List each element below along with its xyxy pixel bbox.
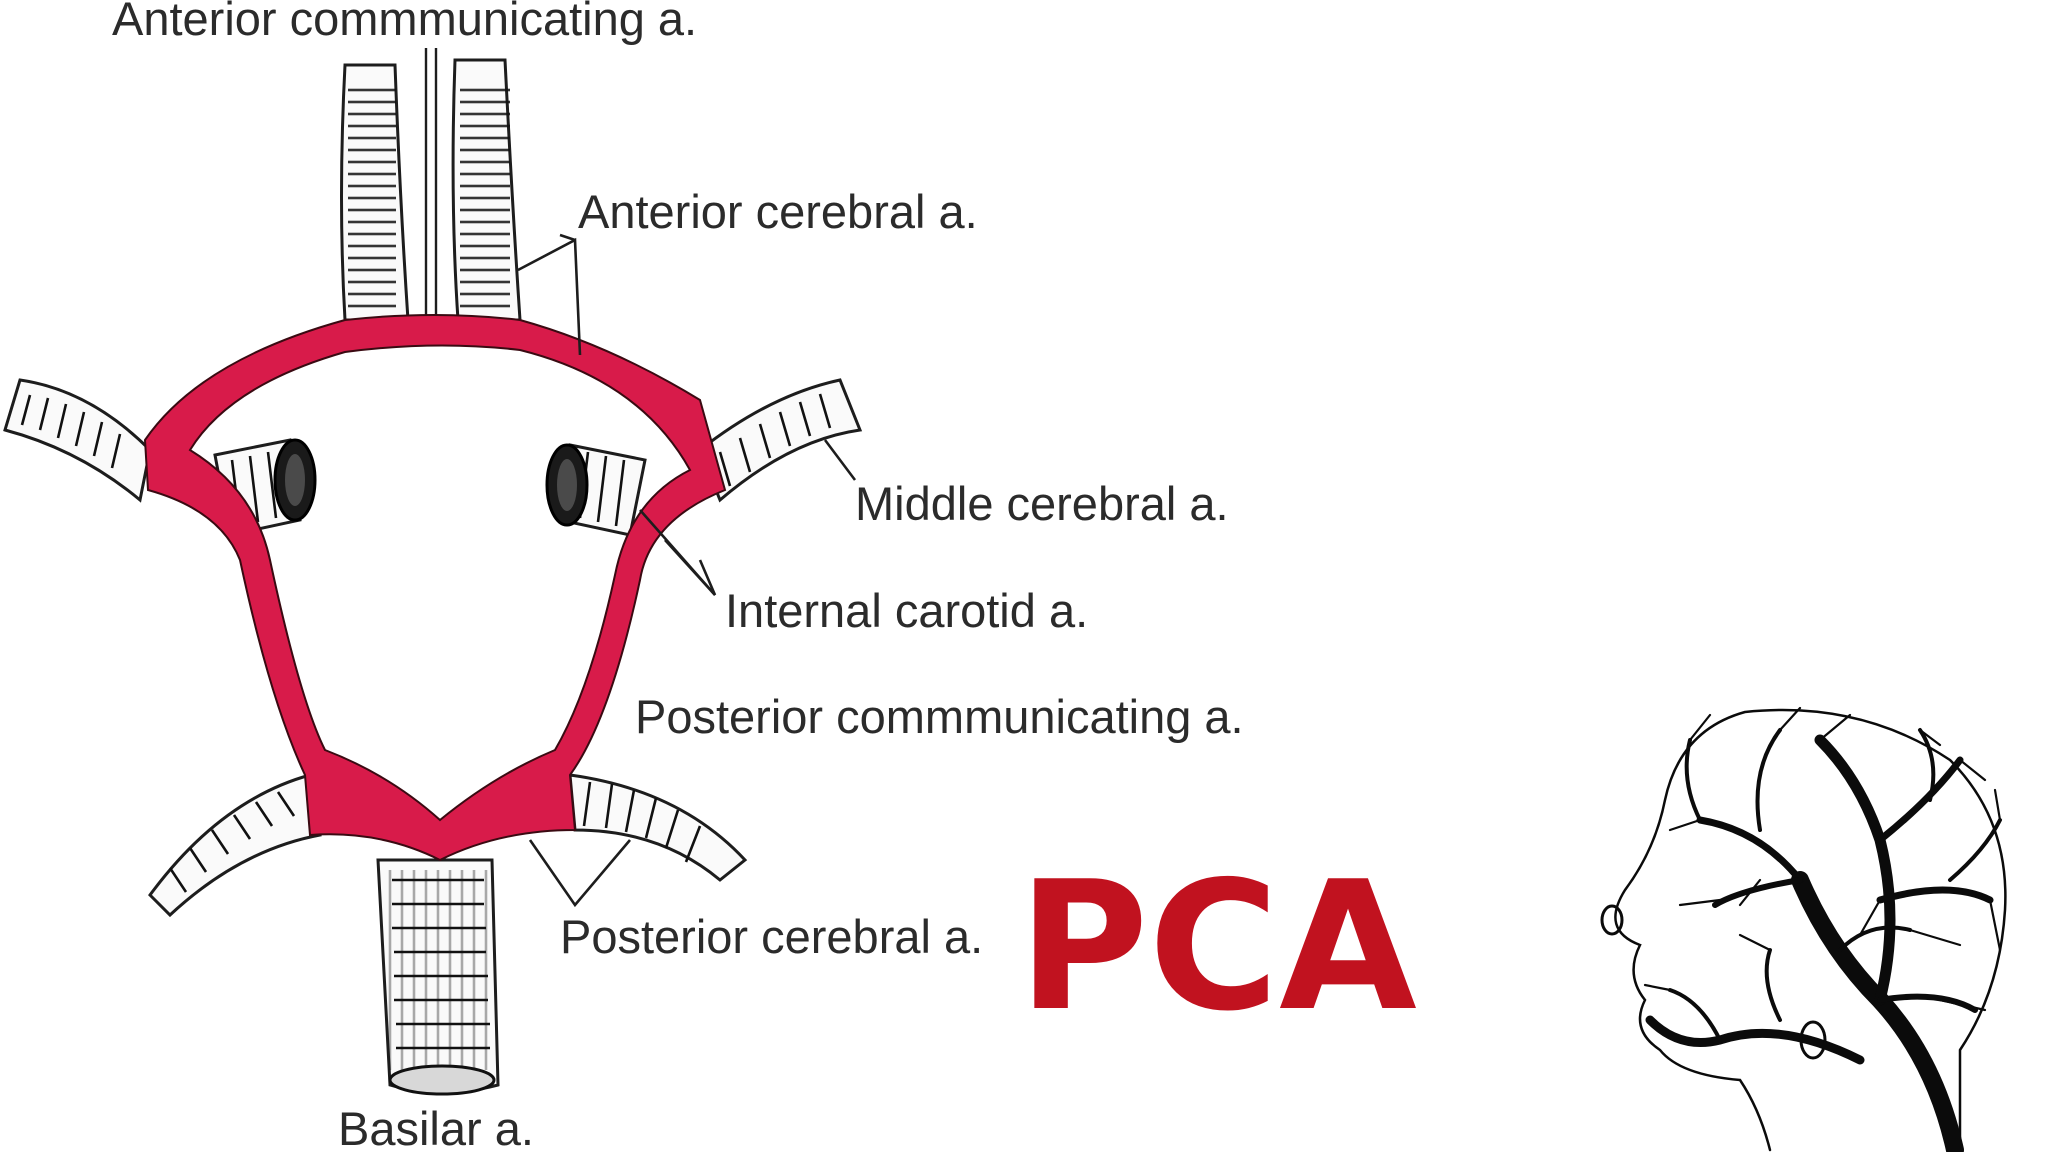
circle-of-willis-ring: [143, 314, 727, 862]
posterior-cerebral-artery-left: [148, 773, 322, 918]
label-posterior-cerebral: Posterior cerebral a.: [560, 910, 983, 963]
label-middle-cerebral: Middle cerebral a.: [855, 477, 1229, 530]
anterior-cerebral-artery-right: [451, 58, 522, 322]
label-internal-carotid: Internal carotid a.: [725, 584, 1088, 637]
pca-highlight-text: PCA: [1018, 843, 1417, 1050]
middle-cerebral-artery-left: [3, 378, 152, 503]
basilar-artery: [376, 858, 500, 1096]
label-anterior-cerebral: Anterior cerebral a.: [578, 185, 978, 238]
anterior-cerebral-artery-left: [340, 63, 410, 322]
label-pointers: [517, 233, 857, 908]
label-posterior-communicating: Posterior commmunicating a.: [635, 690, 1244, 743]
posterior-cerebral-artery-right: [568, 773, 748, 882]
label-anterior-communicating: Anterior commmunicating a.: [112, 0, 697, 45]
brain-vessel-tree-head-icon: [1600, 706, 2007, 1152]
internal-carotid-artery-right: [545, 443, 647, 537]
middle-cerebral-artery-right: [698, 378, 863, 503]
label-basilar: Basilar a.: [338, 1102, 534, 1152]
